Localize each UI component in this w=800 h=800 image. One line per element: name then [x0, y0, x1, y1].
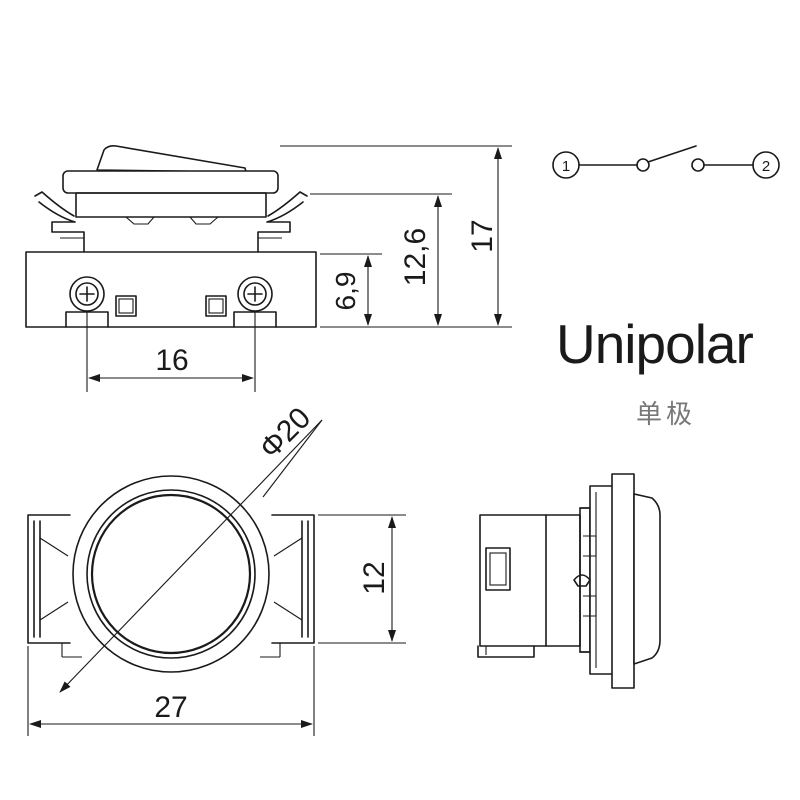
title-unipolar: Unipolar: [556, 313, 754, 375]
dim-height-mid: 12,6: [399, 228, 432, 286]
front-view: [27, 475, 315, 673]
side-view-top: [25, 145, 317, 328]
terminal-2-circle: [752, 151, 780, 179]
terminal-2-label: 2: [762, 158, 770, 175]
dim-diameter: Φ20: [253, 401, 317, 465]
dim-height-terminal: 6,9: [330, 272, 361, 311]
terminal-1-label: 1: [562, 158, 570, 175]
dim-height-total: 17: [466, 219, 499, 252]
dim-height-front: 12: [358, 561, 391, 594]
dim-width-top: 16: [155, 344, 188, 377]
switch-schematic: [552, 145, 780, 179]
dimension-lines-front: [27, 419, 406, 736]
dimension-lines-top: [86, 145, 512, 392]
subtitle-chinese: 单极: [636, 400, 697, 430]
dim-width-front: 27: [154, 691, 187, 724]
side-view-right: [477, 473, 661, 689]
